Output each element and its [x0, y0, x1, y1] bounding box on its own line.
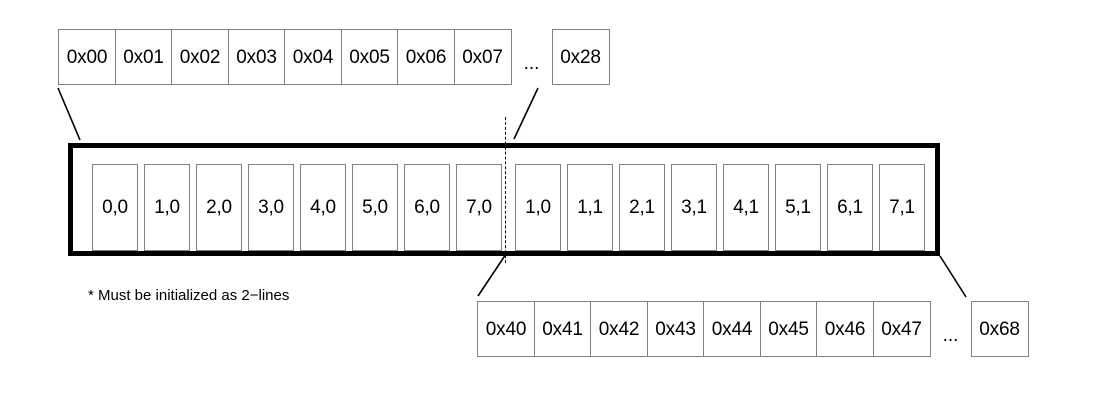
memory-cell: 0,0	[92, 164, 138, 251]
address-cell: 0x00	[58, 29, 116, 85]
leader-bottom-left-line	[477, 253, 507, 297]
address-cell: 0x40	[477, 301, 535, 357]
leader-top-left-line	[57, 87, 81, 141]
memory-cell: 4,0	[300, 164, 346, 251]
memory-cell: 5,1	[775, 164, 821, 251]
memory-cell: 1,1	[567, 164, 613, 251]
ellipsis-label-bottom: ...	[942, 325, 959, 346]
memory-line-cells: 0,0 1,0 2,0 3,0 4,0 5,0 6,0 7,0 1,0 1,1 …	[92, 164, 925, 251]
memory-cell: 7,0	[456, 164, 502, 251]
address-strip-top: 0x00 0x01 0x02 0x03 0x04 0x05 0x06 0x07 …	[58, 29, 610, 85]
address-strip-bottom: 0x40 0x41 0x42 0x43 0x44 0x45 0x46 0x47 …	[477, 301, 1029, 357]
address-cell: 0x42	[590, 301, 648, 357]
address-cell: 0x45	[759, 301, 818, 357]
address-cell: 0x47	[872, 301, 931, 357]
address-cell-trailing-top: 0x28	[551, 29, 610, 85]
memory-cell: 7,1	[879, 164, 925, 251]
memory-cell: 6,1	[827, 164, 873, 251]
half-line-split-divider	[505, 117, 506, 263]
address-cell: 0x01	[114, 29, 173, 85]
memory-cell: 5,0	[352, 164, 398, 251]
memory-cell: 1,0	[515, 164, 561, 251]
address-cell: 0x44	[703, 301, 761, 357]
memory-cell: 6,0	[404, 164, 450, 251]
address-cell: 0x43	[646, 301, 705, 357]
address-cell: 0x06	[397, 29, 455, 85]
ellipsis-label-top: ...	[523, 53, 540, 74]
memory-cell: 3,1	[671, 164, 717, 251]
address-cell: 0x46	[816, 301, 874, 357]
address-cell: 0x02	[171, 29, 229, 85]
memory-line-box: 0,0 1,0 2,0 3,0 4,0 5,0 6,0 7,0 1,0 1,1 …	[68, 143, 940, 256]
address-cell: 0x41	[533, 301, 592, 357]
memory-cell: 3,0	[248, 164, 294, 251]
address-cell: 0x07	[453, 29, 512, 85]
memory-cell: 1,0	[144, 164, 190, 251]
footnote-text: * Must be initialized as 2−lines	[88, 287, 290, 304]
address-cell-trailing-bottom: 0x68	[970, 301, 1029, 357]
memory-cell: 2,0	[196, 164, 242, 251]
address-cell: 0x03	[227, 29, 286, 85]
memory-cell: 2,1	[619, 164, 665, 251]
leader-top-right-line	[513, 87, 539, 140]
memory-cell: 4,1	[723, 164, 769, 251]
leader-bottom-right-line	[939, 255, 967, 298]
address-cell: 0x04	[284, 29, 342, 85]
address-cell: 0x05	[340, 29, 399, 85]
